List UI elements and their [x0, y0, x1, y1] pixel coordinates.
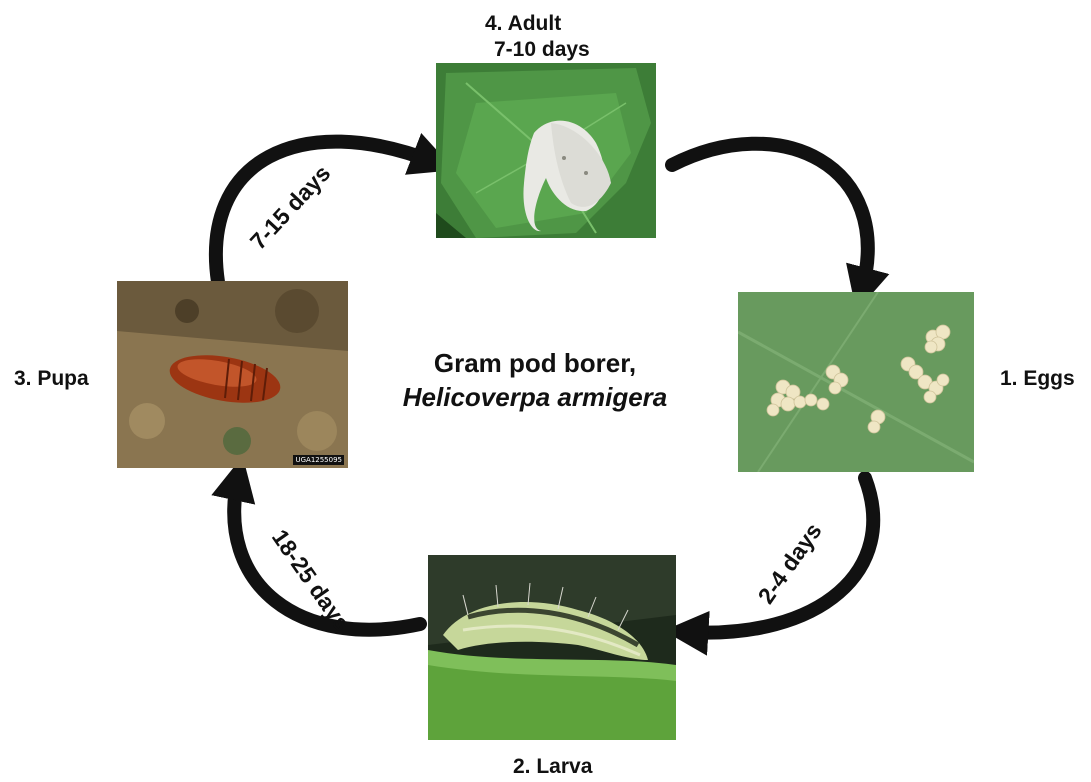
- arrow-adult-to-eggs: [672, 144, 868, 290]
- arrow-pupa-to-adult: [216, 142, 434, 282]
- scientific-name: Helicoverpa armigera: [350, 380, 720, 414]
- diagram-title: Gram pod borer, Helicoverpa armigera: [350, 346, 720, 414]
- stage-duration-adult: 7-10 days: [494, 38, 590, 62]
- common-name: Gram pod borer,: [434, 348, 636, 378]
- stage-label-pupa: 3. Pupa: [14, 367, 89, 391]
- larva-photo: [428, 555, 676, 740]
- eggs-photo: [738, 292, 974, 472]
- pupa-photo: UGA1255095: [117, 281, 348, 468]
- stage-label-eggs: 1. Eggs: [1000, 367, 1075, 391]
- stage-label-larva: 2. Larva: [513, 755, 592, 779]
- adult-moth-photo: [436, 63, 656, 238]
- stage-label-adult: 4. Adult: [485, 12, 561, 36]
- photo-credit: UGA1255095: [293, 455, 344, 465]
